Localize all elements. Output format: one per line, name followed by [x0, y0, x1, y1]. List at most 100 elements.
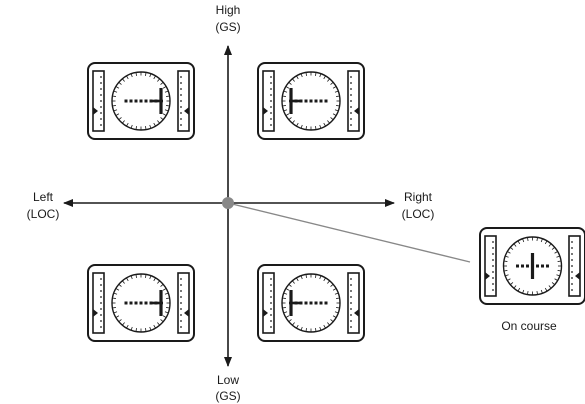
scale-dot — [180, 88, 182, 90]
reference-dot — [125, 100, 128, 103]
scale-dot — [100, 124, 102, 126]
scale-dot — [100, 308, 102, 310]
glideslope-scale-right — [348, 71, 359, 131]
scale-dot — [100, 278, 102, 280]
scale-dot — [571, 271, 573, 273]
reference-dot — [140, 302, 143, 305]
instrument-low-left — [88, 265, 194, 341]
reference-dot — [526, 265, 529, 268]
scale-dot — [350, 82, 352, 84]
scale-dot — [571, 259, 573, 261]
scale-dot — [180, 314, 182, 316]
scale-dot — [270, 278, 272, 280]
scale-dot — [100, 320, 102, 322]
scale-dot — [350, 296, 352, 298]
scale-dot — [350, 76, 352, 78]
scale-dot — [350, 112, 352, 114]
reference-dot — [521, 265, 524, 268]
scale-dot — [492, 247, 494, 249]
left-label: Left — [33, 190, 54, 204]
scale-dot — [100, 118, 102, 120]
scale-dot — [492, 259, 494, 261]
scale-dot — [180, 326, 182, 328]
instrument-on-course — [480, 228, 585, 304]
reference-dot — [135, 302, 138, 305]
scale-dot — [180, 76, 182, 78]
scale-dot — [270, 106, 272, 108]
scale-dot — [350, 290, 352, 292]
low-label: Low — [217, 373, 239, 387]
scale-dot — [180, 296, 182, 298]
scale-dot — [270, 302, 272, 304]
high-label: High — [216, 3, 241, 17]
scale-dot — [492, 241, 494, 243]
scale-dot — [350, 94, 352, 96]
on-course-label: On course — [501, 319, 557, 333]
scale-dot — [571, 283, 573, 285]
scale-dot — [180, 302, 182, 304]
scale-dot — [270, 88, 272, 90]
scale-dot — [180, 290, 182, 292]
reference-dot — [536, 265, 539, 268]
reference-dot — [325, 302, 328, 305]
scale-dot — [180, 320, 182, 322]
scale-dot — [270, 112, 272, 114]
scale-dot — [350, 302, 352, 304]
scale-dot — [180, 106, 182, 108]
scale-dot — [180, 278, 182, 280]
high-gs-label: (GS) — [215, 20, 240, 34]
reference-dot — [130, 302, 133, 305]
scale-dot — [350, 124, 352, 126]
scale-dot — [350, 314, 352, 316]
scale-dot — [270, 314, 272, 316]
origin-dot — [222, 197, 234, 209]
glideslope-scale-right — [348, 273, 359, 333]
reference-dot — [145, 302, 148, 305]
scale-dot — [180, 82, 182, 84]
scale-dot — [100, 100, 102, 102]
scale-dot — [100, 314, 102, 316]
scale-dot — [270, 284, 272, 286]
scale-dot — [571, 265, 573, 267]
glideslope-scale-left — [93, 71, 104, 131]
reference-dot — [546, 265, 549, 268]
instrument-high-left — [88, 63, 194, 139]
right-loc-label: (LOC) — [402, 207, 435, 221]
reference-dot — [516, 265, 519, 268]
scale-dot — [350, 326, 352, 328]
scale-dot — [180, 100, 182, 102]
instrument-low-right — [258, 265, 364, 341]
reference-dot — [145, 100, 148, 103]
scale-dot — [180, 112, 182, 114]
instrument-high-right — [258, 63, 364, 139]
scale-dot — [492, 265, 494, 267]
scale-dot — [350, 278, 352, 280]
scale-dot — [270, 290, 272, 292]
scale-dot — [350, 320, 352, 322]
scale-dot — [571, 277, 573, 279]
scale-dot — [492, 283, 494, 285]
glideslope-scale-left — [485, 236, 496, 296]
scale-dot — [100, 76, 102, 78]
scale-dot — [350, 308, 352, 310]
scale-dot — [100, 94, 102, 96]
scale-dot — [180, 94, 182, 96]
scale-dot — [492, 277, 494, 279]
scale-dot — [100, 82, 102, 84]
scale-dot — [270, 326, 272, 328]
glideslope-scale-right — [569, 236, 580, 296]
reference-dot — [315, 100, 318, 103]
scale-dot — [270, 296, 272, 298]
glideslope-scale-right — [178, 273, 189, 333]
glideslope-scale-left — [93, 273, 104, 333]
reference-dot — [140, 100, 143, 103]
scale-dot — [180, 124, 182, 126]
reference-dot — [325, 100, 328, 103]
scale-dot — [270, 100, 272, 102]
reference-dot — [310, 100, 313, 103]
reference-dot — [305, 100, 308, 103]
localizer-needle — [531, 253, 534, 279]
reference-dot — [320, 302, 323, 305]
scale-dot — [100, 296, 102, 298]
